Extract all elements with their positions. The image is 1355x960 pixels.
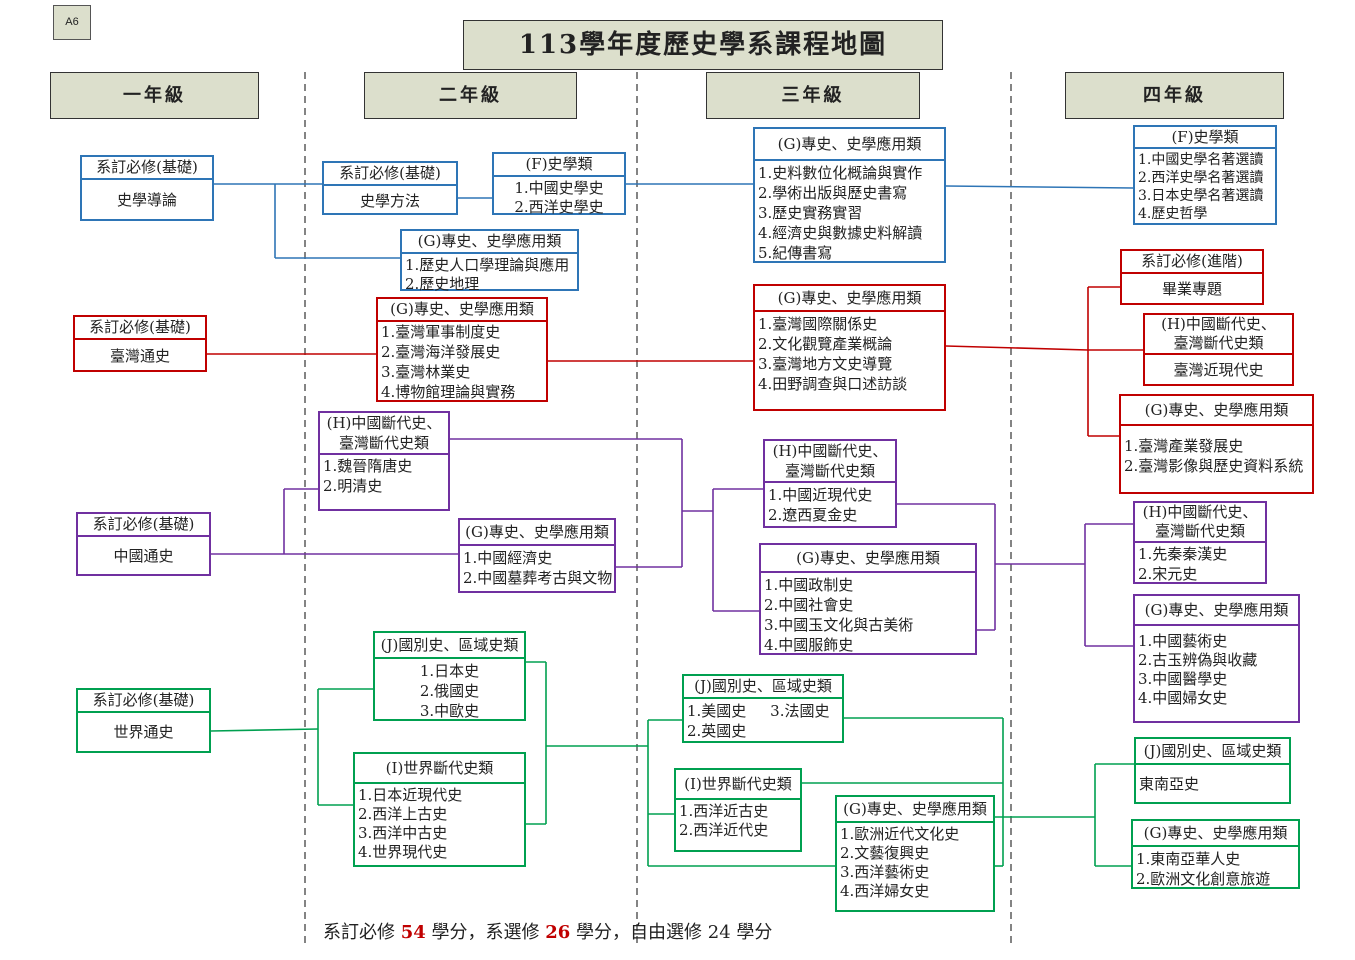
course-box-y4-f: (F)史學類 1.中國史學名著選讀 2.西洋史學名著選讀 3.日本史學名著選讀 …: [1133, 125, 1277, 225]
course-box-intro: 系訂必修(基礎) 史學導論: [80, 155, 214, 221]
course-box-y4-g3: (G)專史、史學應用類 1.東南亞華人史 2.歐洲文化創意旅遊: [1131, 819, 1300, 889]
course-box-y2-g1: (G)專史、史學應用類 1.歷史人口學理論與應用 2.歷史地理: [400, 229, 579, 293]
required-credits: 54: [400, 922, 426, 943]
course-box-y4-h2: (H)中國斷代史、 臺灣斷代史類 1.先秦秦漢史 2.宋元史: [1133, 501, 1267, 584]
course-box-y4-g2: (G)專史、史學應用類 1.中國藝術史 2.古玉辨偽與收藏 3.中國醫學史 4.…: [1133, 594, 1300, 723]
credits-summary: 系訂必修 54 學分，系選修 26 學分，自由選修 24 學分: [323, 922, 773, 943]
elective-credits: 26: [545, 922, 571, 943]
course-box-y4-j: (J)國別史、區域史類 東南亞史: [1134, 737, 1291, 804]
course-box-y3-g3: (G)專史、史學應用類 1.中國政制史 2.中國社會史 3.中國玉文化與古美術 …: [759, 543, 977, 655]
course-box-y3-g4: (G)專史、史學應用類 1.歐洲近代文化史 2.文藝復興史 3.西洋藝術史 4.…: [835, 795, 995, 912]
course-box-y3-g1: (G)專史、史學應用類 1.史料數位化概論與實作 2.學術出版與歷史書寫 3.歷…: [753, 127, 946, 263]
year-3-header: 三年級: [706, 72, 920, 119]
course-box-y3-h: (H)中國斷代史、 臺灣斷代史類 1.中國近現代史 2.遼西夏金史: [763, 439, 897, 528]
course-box-y2-g2: (G)專史、史學應用類 1.臺灣軍事制度史 2.臺灣海洋發展史 3.臺灣林業史 …: [376, 297, 548, 402]
course-box-world-history: 系訂必修(基礎) 世界通史: [76, 688, 211, 753]
course-box-y3-g2: (G)專史、史學應用類 1.臺灣國際關係史 2.文化觀覽產業概論 3.臺灣地方文…: [753, 284, 946, 411]
course-box-y4-g1: (G)專史、史學應用類 1.臺灣產業發展史 2.臺灣影像與歷史資料系統: [1119, 394, 1314, 494]
year-2-header: 二年級: [364, 72, 577, 119]
course-box-y2-j: (J)國別史、區域史類 1.日本史 2.俄國史 3.中歐史: [373, 631, 526, 721]
course-box-y2-i: (I)世界斷代史類 1.日本近現代史 2.西洋上古史 3.西洋中古史 4.世界現…: [353, 752, 526, 867]
course-box-y3-j: (J)國別史、區域史類 1.美國史 3.法國史 2.英國史: [682, 674, 844, 743]
course-box-y2-f: (F)史學類 1.中國史學史 2.西洋史學史: [492, 152, 626, 216]
course-box-y3-i: (I)世界斷代史類 1.西洋近古史 2.西洋近代史: [674, 768, 802, 852]
course-box-y4-h1: (H)中國斷代史、 臺灣斷代史類 臺灣近現代史: [1143, 313, 1294, 386]
year-1-header: 一年級: [50, 72, 259, 119]
course-box-y4-adv: 系訂必修(進階) 畢業專題: [1120, 249, 1264, 305]
course-box-china-history: 系訂必修(基礎) 中國通史: [76, 512, 211, 576]
course-box-y2-h: (H)中國斷代史、 臺灣斷代史類 1.魏晉隋唐史 2.明清史: [318, 411, 450, 511]
course-box-taiwan-history: 系訂必修(基礎) 臺灣通史: [73, 315, 207, 372]
page-tag: A6: [53, 5, 91, 40]
course-box-method: 系訂必修(基礎) 史學方法: [322, 161, 458, 215]
course-box-y2-g3: (G)專史、史學應用類 1.中國經濟史 2.中國墓葬考古與文物: [458, 518, 616, 593]
page-title: 113學年度歷史學系課程地圖: [463, 20, 943, 70]
year-4-header: 四年級: [1065, 72, 1284, 119]
